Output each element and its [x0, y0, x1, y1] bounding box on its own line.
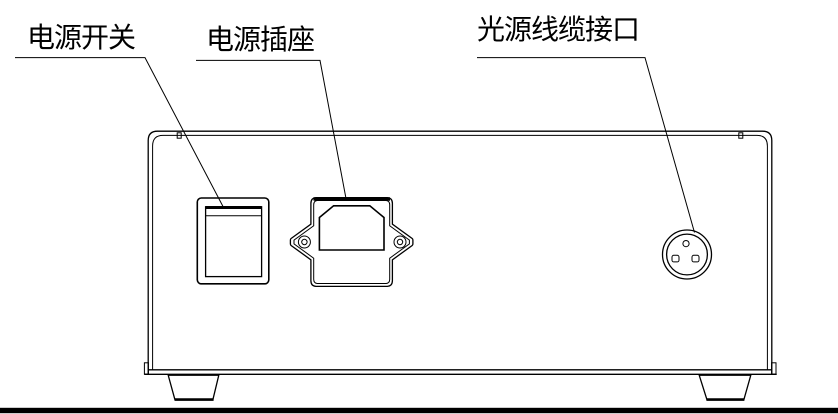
right-screw-hole — [393, 235, 407, 249]
connector-pin-left — [671, 254, 680, 263]
top-left-tab — [176, 132, 182, 139]
power-socket-drawing — [289, 196, 414, 288]
bottom-right-tab — [771, 362, 777, 375]
connector-pin-top — [682, 240, 690, 248]
device-body-outline — [143, 130, 777, 375]
callout-leader-lines — [15, 57, 695, 233]
cable-connector-drawing — [661, 229, 713, 280]
connector-pin-right — [691, 254, 700, 263]
left-foot — [167, 374, 220, 400]
power-switch-drawing — [196, 197, 270, 285]
power-switch-leader — [15, 57, 224, 207]
power-switch-label: 电源开关 — [27, 23, 136, 54]
socket-recess — [318, 205, 385, 251]
bottom-left-tab — [143, 362, 149, 375]
right-foot — [698, 374, 752, 400]
top-right-tab — [738, 132, 744, 139]
cable-port-leader — [477, 57, 695, 233]
chassis-feet — [167, 374, 752, 401]
light-source-cable-port-label: 光源线缆接口 — [477, 15, 640, 46]
power-socket-label: 电源插座 — [206, 25, 315, 56]
power-socket-leader — [196, 59, 347, 199]
page-divider-line — [0, 407, 838, 414]
left-screw-hole — [297, 235, 311, 249]
